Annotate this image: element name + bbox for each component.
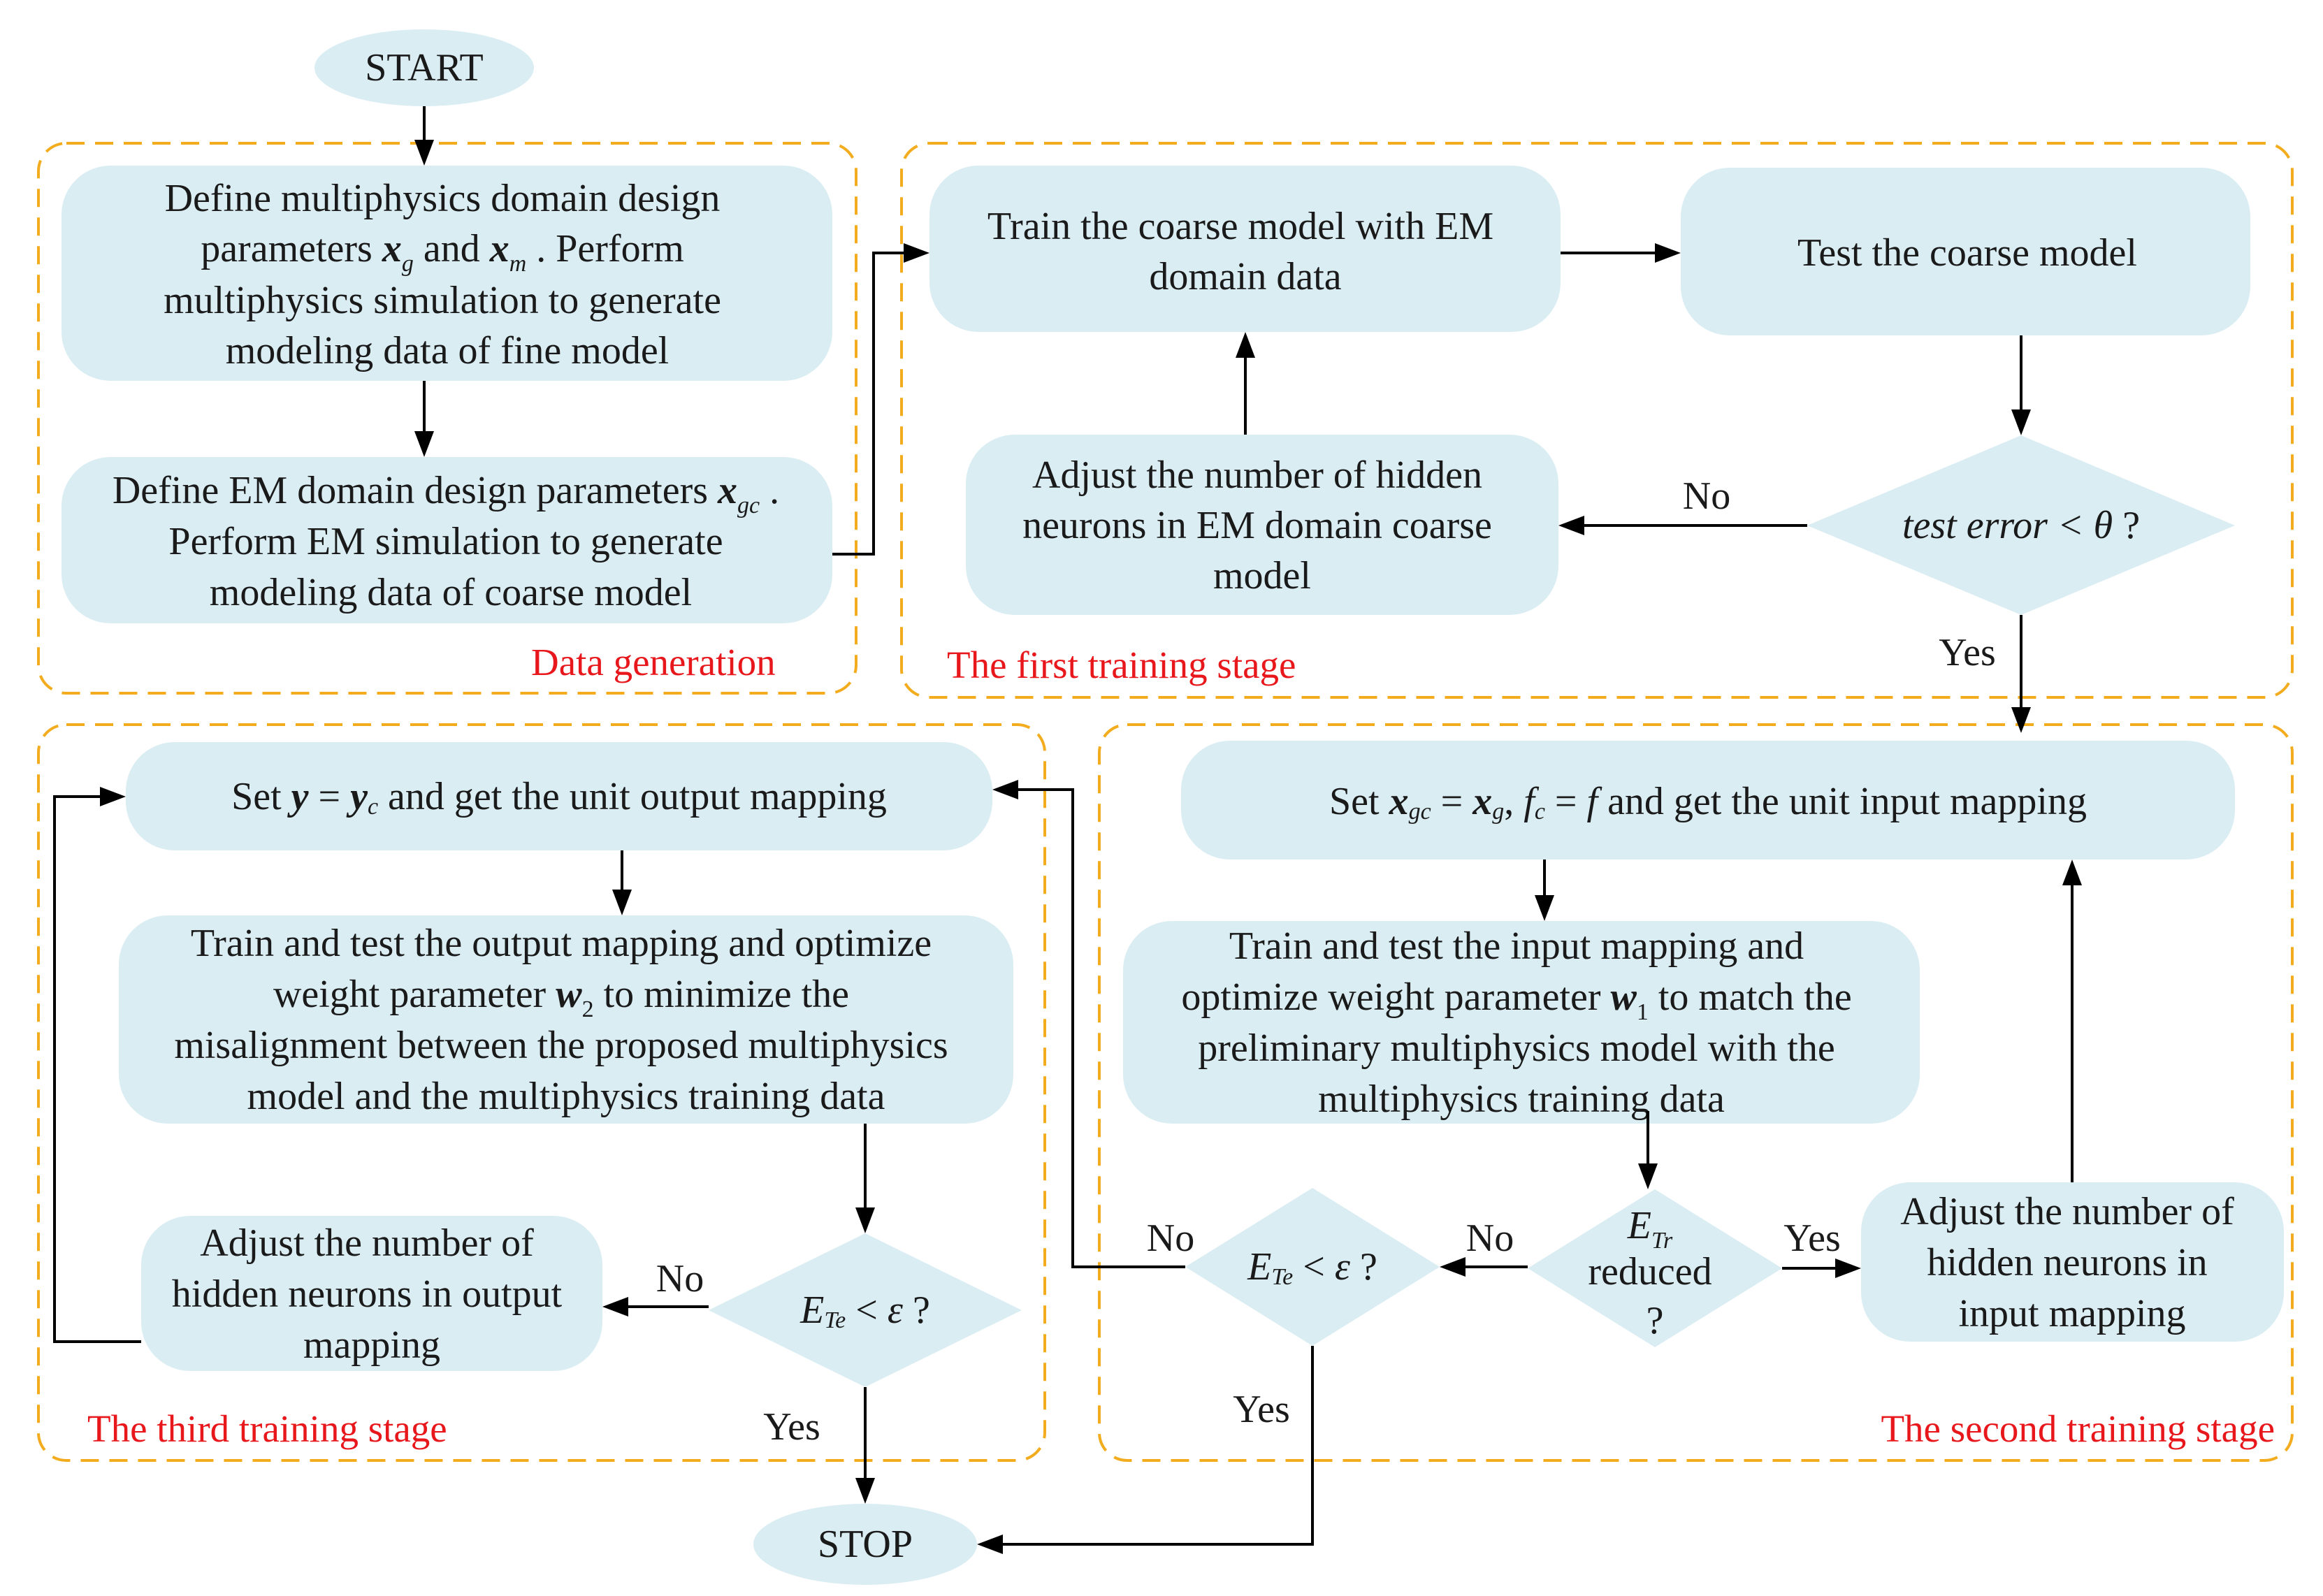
arrowhead: [2011, 707, 2031, 733]
edge-label-yes-first: Yes: [1939, 631, 1995, 674]
region-third-training-stage: [37, 723, 1046, 1462]
edge-label-yes-etr: Yes: [1783, 1217, 1840, 1260]
ete-decision-third-stage[interactable]: [709, 1233, 1022, 1387]
ete-decision-second-stage[interactable]: [1185, 1188, 1440, 1346]
arrowhead: [1440, 1257, 1466, 1277]
set-output-box[interactable]: [126, 742, 992, 850]
start-terminal[interactable]: [314, 29, 534, 106]
edge-em-to-train-coarse: [832, 252, 904, 556]
arrowhead: [1638, 1163, 1658, 1189]
set-output-text: Set y = yc and get the unit output mappi…: [231, 775, 887, 820]
stage-label-second-training: The second training stage: [1881, 1407, 2275, 1450]
ete-decision-second-stage-text: ETe < ε ?: [1247, 1245, 1377, 1290]
train-coarse-box[interactable]: [929, 166, 1561, 332]
define-multiphysics-box[interactable]: [61, 166, 832, 381]
define-em-text: Define EM domain design parameters xgc .…: [113, 469, 789, 614]
adjust-output-text: Adjust the number of hidden neurons in o…: [172, 1221, 572, 1367]
train-input-text: Train and test the input mapping and opt…: [1181, 924, 1861, 1121]
start-label: START: [365, 46, 484, 89]
stop-terminal[interactable]: [753, 1504, 977, 1585]
arrowhead: [1236, 332, 1255, 358]
arrowhead: [414, 140, 434, 166]
arrowhead: [2062, 859, 2082, 885]
arrowhead: [992, 780, 1018, 799]
train-output-box[interactable]: [119, 915, 1013, 1124]
adjust-input-box[interactable]: [1861, 1182, 2284, 1342]
stage-label-data-generation: Data generation: [531, 641, 776, 683]
stop-label: STOP: [818, 1523, 913, 1566]
set-input-box[interactable]: [1181, 741, 2235, 859]
arrowhead: [1535, 895, 1554, 921]
region-first-training-stage: [900, 142, 2294, 699]
edge-label-no-ete2: No: [1147, 1217, 1194, 1260]
define-em-box[interactable]: [61, 457, 832, 623]
arrowhead: [1558, 516, 1584, 535]
adjust-em-coarse-text: Adjust the number of hidden neurons in E…: [1022, 454, 1502, 597]
set-input-text: Set xgc = xg, fc = f and get the unit in…: [1329, 780, 2087, 825]
adjust-input-text: Adjust the number of hidden neurons in i…: [1900, 1190, 2243, 1335]
edge-label-no-etr: No: [1466, 1217, 1514, 1260]
arrowhead: [414, 431, 434, 457]
test-coarse-text: Test the coarse model: [1797, 231, 2137, 275]
etr-reduced-decision[interactable]: [1528, 1189, 1782, 1347]
stage-label-third-training: The third training stage: [87, 1407, 447, 1450]
adjust-em-coarse-box[interactable]: [966, 435, 1558, 615]
region-data-generation: [37, 142, 857, 695]
region-second-training-stage: [1098, 723, 2294, 1462]
etr-reduced-text: ETr reduced ?: [1588, 1204, 1721, 1342]
arrowhead: [977, 1535, 1003, 1554]
arrowhead: [1655, 243, 1681, 263]
edge-label-yes-ete2: Yes: [1233, 1388, 1289, 1431]
arrowhead: [855, 1478, 875, 1504]
arrowhead: [612, 890, 632, 915]
test-coarse-box[interactable]: [1681, 168, 2250, 335]
stage-label-first-training: The first training stage: [947, 644, 1296, 686]
edge-ete2-no-to-set-output: [1018, 788, 1185, 1268]
edge-label-no-ete3: No: [656, 1257, 704, 1300]
edge-label-yes-ete3: Yes: [763, 1405, 820, 1449]
train-output-text: Train and test the output mapping and op…: [174, 922, 957, 1118]
arrowhead: [855, 1207, 875, 1233]
edge-adjust-output-to-set-output: [53, 795, 141, 1343]
define-multiphysics-text: Define multiphysics domain design parame…: [164, 177, 731, 372]
train-coarse-text: Train the coarse model with EM domain da…: [987, 205, 1503, 298]
edge-label-no-first: No: [1683, 474, 1730, 518]
arrowhead: [2011, 409, 2031, 435]
edge-ete2-yes-to-stop: [1003, 1346, 1314, 1546]
arrowhead: [100, 787, 126, 806]
train-input-box[interactable]: [1123, 921, 1920, 1124]
test-error-decision[interactable]: [1807, 435, 2235, 615]
adjust-output-box[interactable]: [141, 1216, 602, 1371]
arrowhead: [904, 243, 929, 263]
arrowhead: [602, 1297, 628, 1316]
arrowhead: [1835, 1258, 1861, 1278]
ete-decision-third-stage-text: ETe < ε ?: [799, 1289, 930, 1333]
test-error-decision-text: test error < θ ?: [1902, 504, 2140, 547]
